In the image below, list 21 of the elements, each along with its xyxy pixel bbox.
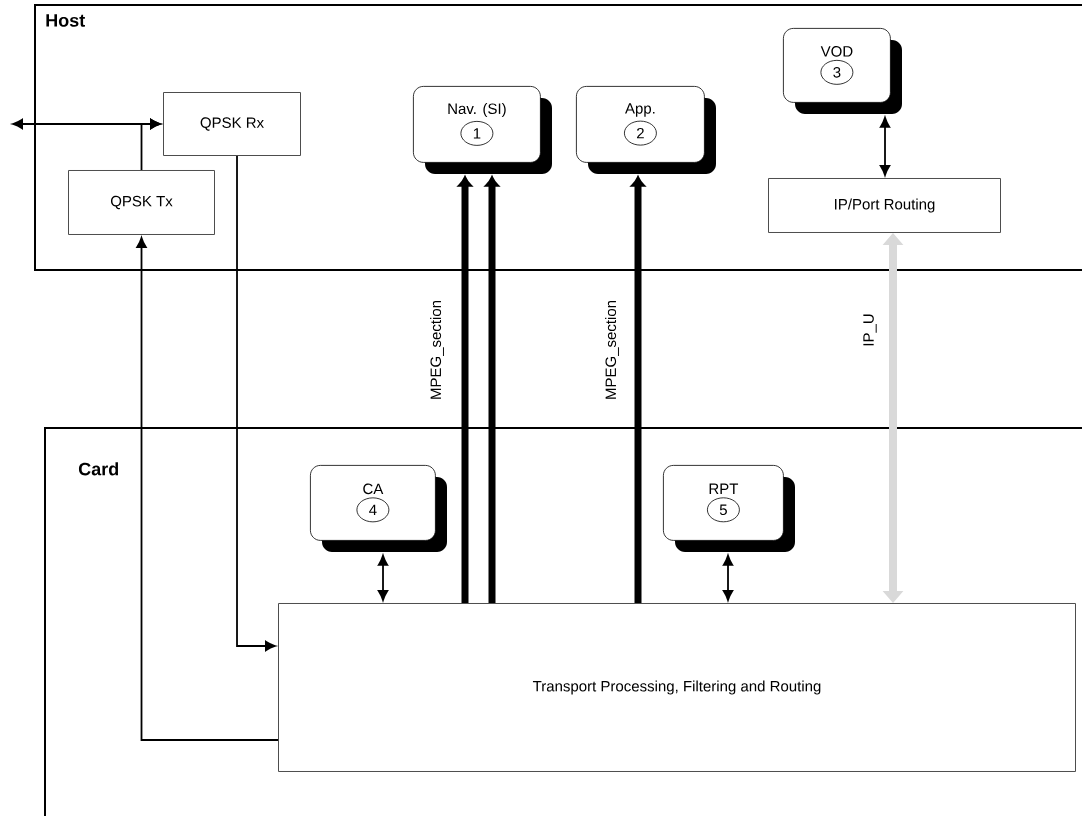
arrow: [236, 155, 276, 652]
arrow: [879, 116, 891, 176]
edge-label: IP_U: [862, 312, 878, 348]
arrow: [377, 554, 389, 601]
process-box: QPSK Rx: [163, 92, 301, 156]
process-box: QPSK Tx: [68, 170, 215, 235]
region-heading: Card: [78, 462, 119, 476]
process-box: IP/Port Routing: [768, 178, 1001, 233]
arrow: [882, 233, 904, 603]
region-heading: Host: [46, 14, 85, 27]
edge-label: MPEG_section: [429, 299, 445, 401]
arrow: [140, 118, 161, 171]
arrow: [136, 237, 279, 741]
module-box: App. 2: [576, 86, 716, 174]
module-box: VOD 3: [783, 28, 902, 114]
module-box: RPT 5: [663, 465, 795, 552]
edge-label: MPEG_section: [604, 299, 620, 401]
process-box: Transport Processing, Filtering and Routing: [278, 603, 1076, 772]
module-box: Nav. (SI) 1: [413, 86, 552, 174]
arrow: [722, 554, 734, 601]
module-box: CA 4: [310, 465, 447, 552]
